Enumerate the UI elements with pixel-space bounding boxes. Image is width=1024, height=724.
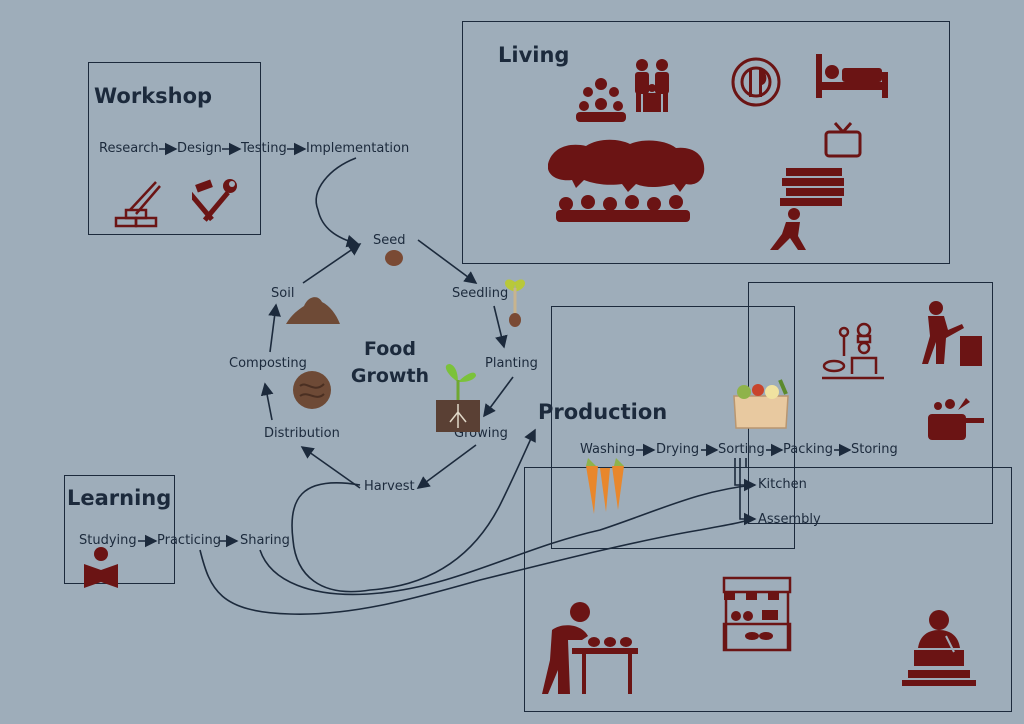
hammer-wrench-icon (192, 179, 237, 222)
compost-icon (293, 371, 331, 409)
learning-step-sharing: Sharing (240, 533, 290, 548)
cycle-stage-planting: Planting (485, 356, 538, 371)
production-step-sorting: Sorting (718, 442, 765, 457)
crowd-speech-icon (548, 139, 705, 222)
living-box (462, 21, 950, 264)
production-step-washing: Washing (580, 442, 636, 457)
market-stall-icon (722, 576, 792, 652)
seedling-icon (505, 279, 525, 327)
learning-step-studying: Studying (79, 533, 137, 548)
speaker-podium-icon (902, 610, 976, 686)
learning-box (64, 475, 175, 584)
production-step-packing: Packing (783, 442, 834, 457)
learning-step-practicing: Practicing (157, 533, 222, 548)
cook-at-pot-icon (922, 301, 982, 366)
vegetable-crate-icon (733, 379, 789, 429)
workshop-box (88, 62, 261, 235)
reading-person-icon (84, 547, 118, 588)
production-step-drying: Drying (656, 442, 700, 457)
cycle-stage-seedling: Seedling (452, 286, 509, 301)
cycle-stage-soil: Soil (271, 286, 295, 301)
growing-plant-icon (436, 364, 480, 432)
cycle-stage-seed: Seed (373, 233, 406, 248)
production-step-storing: Storing (851, 442, 898, 457)
workshop-step-testing: Testing (241, 141, 287, 156)
learning-title: Learning (67, 486, 172, 510)
carrots-icon (586, 458, 624, 514)
pencil-brick-icon (114, 181, 161, 228)
workshop-title: Workshop (94, 84, 213, 108)
food-growth-title-line2: Growth (350, 365, 430, 387)
workshop-step-design: Design (177, 141, 222, 156)
community-group-icon (576, 78, 626, 122)
food-growth-title: Food Growth (348, 336, 432, 390)
chef-cooking-icon (822, 322, 884, 380)
market-box (524, 467, 1012, 712)
books-reader-icon (770, 168, 844, 250)
dining-plate-icon (731, 57, 781, 107)
production-title: Production (538, 400, 668, 424)
family-icon (635, 59, 669, 112)
person-eating-icon (542, 602, 638, 694)
workshop-step-implementation: Implementation (306, 141, 410, 156)
living-title: Living (498, 43, 570, 67)
seed-icon (385, 250, 403, 266)
soil-pile-icon (286, 297, 340, 324)
cooking-pot-icon (928, 398, 984, 440)
bed-icon (816, 54, 888, 98)
production-box (551, 306, 795, 549)
cycle-stage-harvest: Harvest (364, 479, 415, 494)
cycle-stage-distribution: Distribution (264, 426, 340, 441)
food-growth-title-line1: Food (364, 338, 416, 360)
production-branch-assembly: Assembly (758, 512, 821, 527)
workshop-step-research: Research (99, 141, 159, 156)
production-branch-kitchen: Kitchen (758, 477, 807, 492)
cycle-stage-composting: Composting (229, 356, 307, 371)
tv-icon (824, 122, 862, 158)
